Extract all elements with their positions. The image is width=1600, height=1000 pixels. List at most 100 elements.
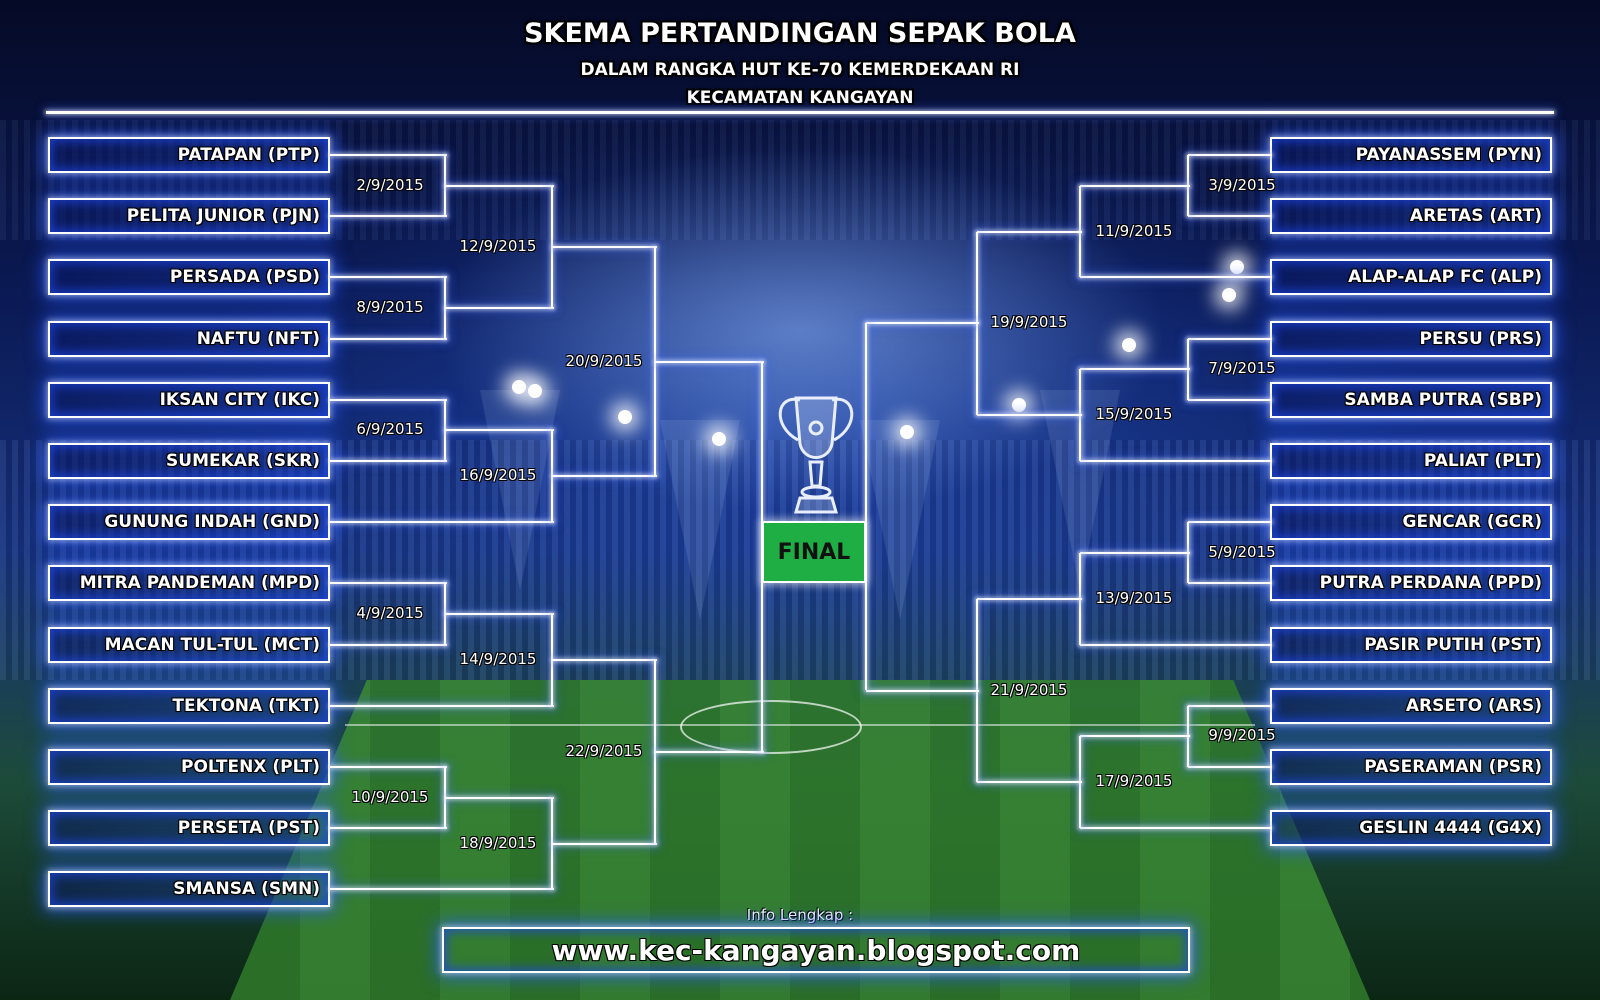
stadium-light: [900, 425, 914, 439]
bracket-line: [330, 704, 554, 707]
right-r1-date-1: 7/9/2015: [1208, 359, 1276, 378]
right-team-11: GESLIN 4444 (G4X): [1270, 810, 1552, 847]
bracket-line: [330, 276, 447, 279]
bracket-line: [1188, 337, 1272, 340]
right-team-7: PUTRA PERDANA (PPD): [1270, 565, 1552, 602]
bracket-line: [552, 245, 657, 248]
bracket-line: [330, 643, 447, 646]
bracket-line: [1188, 704, 1272, 707]
bracket-line: [655, 360, 764, 363]
bracket-line: [1188, 154, 1272, 156]
bracket-line: [330, 766, 447, 768]
bracket-line: [1188, 582, 1272, 585]
bracket-line: [445, 184, 554, 187]
bracket-line: [1080, 184, 1190, 187]
left-r2-date-3: 18/9/2015: [459, 833, 537, 852]
left-team-3: NAFTU (NFT): [48, 320, 330, 357]
bracket-line: [1080, 827, 1272, 830]
light-beam: [660, 420, 740, 620]
page-subtitle: DALAM RANGKA HUT KE-70 KEMERDEKAAN RI: [580, 60, 1020, 80]
header-divider: [46, 111, 1554, 114]
left-r1-date-1: 8/9/2015: [356, 298, 424, 316]
bracket-line: [445, 307, 554, 309]
left-team-5: SUMEKAR (SKR): [48, 443, 330, 479]
page-location: KECAMATAN KANGAYAN: [686, 88, 914, 108]
right-team-4: SAMBA PUTRA (SBP): [1270, 381, 1552, 418]
bracket-line: [1080, 735, 1190, 738]
bracket-line: [865, 323, 867, 691]
bracket-line: [330, 215, 447, 218]
bracket-line: [330, 154, 447, 156]
bracket-line: [1188, 766, 1272, 768]
right-team-6: GENCAR (GCR): [1270, 504, 1552, 541]
stadium-light: [1012, 398, 1026, 412]
stadium-light: [512, 380, 526, 394]
bracket-line: [977, 781, 1082, 784]
bracket-line: [445, 613, 554, 615]
right-r1-date-2: 5/9/2015: [1208, 542, 1276, 561]
bracket-line: [330, 521, 554, 524]
stadium-light: [1122, 338, 1136, 352]
stadium-light: [1222, 288, 1236, 302]
bracket-line: [1080, 643, 1272, 646]
bracket-line: [330, 888, 554, 891]
bracket-line: [1080, 551, 1190, 554]
footer-url[interactable]: www.kec-kangayan.blogspot.com: [442, 927, 1190, 973]
left-r2-date-0: 12/9/2015: [459, 236, 537, 255]
stadium-light: [1230, 260, 1244, 274]
left-team-10: POLTENX (PLT): [48, 749, 330, 785]
bracket-line: [445, 429, 554, 432]
right-r2-date-0: 11/9/2015: [1095, 221, 1173, 240]
right-team-1: ARETAS (ART): [1270, 198, 1552, 235]
left-r1-date-3: 4/9/2015: [356, 604, 424, 622]
left-team-4: IKSAN CITY (IKC): [48, 381, 330, 418]
bracket-line: [655, 750, 764, 753]
left-team-2: PERSADA (PSD): [48, 259, 330, 296]
trophy-icon: [770, 388, 862, 522]
left-r2-date-2: 14/9/2015: [459, 649, 537, 668]
bracket-line: [330, 460, 447, 462]
bracket-line: [977, 414, 1082, 417]
left-r1-date-2: 6/9/2015: [356, 420, 424, 439]
right-r2-date-3: 17/9/2015: [1095, 772, 1173, 791]
right-r2-date-1: 15/9/2015: [1095, 405, 1173, 424]
bracket-line: [330, 582, 447, 585]
left-team-8: MACAN TUL-TUL (MCT): [48, 626, 330, 663]
final-box: FINAL: [762, 521, 866, 583]
stadium-light: [712, 432, 726, 446]
left-team-9: TEKTONA (TKT): [48, 687, 330, 724]
stadium-light: [528, 384, 542, 398]
left-team-7: MITRA PANDEMAN (MPD): [48, 565, 330, 602]
right-team-3: PERSU (PRS): [1270, 320, 1552, 357]
right-r3-date-0: 19/9/2015: [990, 313, 1068, 332]
bracket-line: [1188, 398, 1272, 401]
left-r3-date-0: 20/9/2015: [565, 351, 643, 370]
right-team-9: ARSETO (ARS): [1270, 687, 1552, 724]
bracket-line: [866, 322, 979, 325]
bracket-line: [445, 796, 554, 799]
left-r2-date-1: 16/9/2015: [459, 466, 537, 485]
right-team-0: PAYANASSEM (PYN): [1270, 137, 1552, 173]
left-r1-date-0: 2/9/2015: [356, 175, 424, 194]
bracket-line: [330, 827, 447, 830]
left-r1-date-4: 10/9/2015: [351, 787, 429, 806]
right-team-5: PALIAT (PLT): [1270, 443, 1552, 479]
bracket-line: [552, 475, 657, 478]
pitch-center-circle: [680, 700, 862, 754]
bracket-line: [552, 658, 657, 661]
bracket-line: [330, 337, 447, 340]
left-team-0: PATAPAN (PTP): [48, 137, 330, 173]
footer-label: Info Lengkap :: [746, 906, 854, 924]
bracket-line: [977, 230, 1082, 233]
right-team-8: PASIR PUTIH (PST): [1270, 626, 1552, 663]
bracket-line: [552, 842, 657, 845]
page-title: SKEMA PERTANDINGAN SEPAK BOLA: [524, 18, 1076, 49]
right-team-2: ALAP-ALAP FC (ALP): [1270, 259, 1552, 296]
right-r3-date-1: 21/9/2015: [990, 680, 1068, 699]
left-r3-date-1: 22/9/2015: [565, 741, 643, 760]
bracket-line: [866, 689, 979, 692]
right-r1-date-3: 9/9/2015: [1208, 726, 1276, 745]
right-team-10: PASERAMAN (PSR): [1270, 749, 1552, 785]
light-beam: [860, 420, 940, 620]
bracket-line: [1080, 460, 1272, 462]
